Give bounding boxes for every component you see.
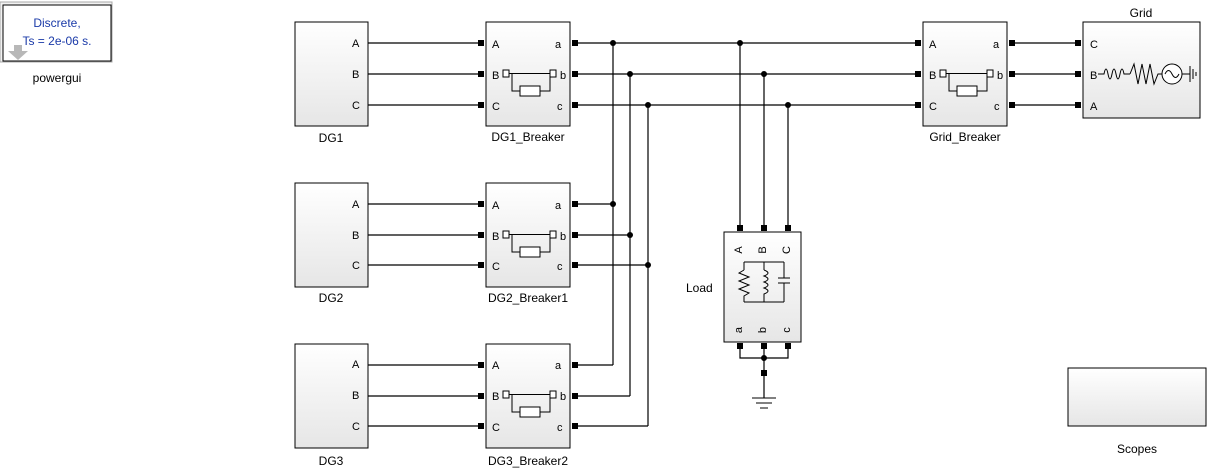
source-port-label: C: [352, 260, 360, 272]
breaker-port-label: a: [555, 360, 562, 372]
grid-source-icon: [1098, 62, 1197, 86]
source-label-dg2: DG2: [319, 291, 344, 305]
breaker-port-label: B: [492, 231, 499, 243]
source-port-label: A: [352, 359, 360, 371]
grid-source-block[interactable]: C B A: [1082, 21, 1201, 119]
breaker-port-label: a: [993, 39, 1000, 51]
breaker-port-label: B: [492, 391, 499, 403]
breaker-port-label: C: [492, 261, 500, 273]
breaker-port-label: a: [555, 200, 562, 212]
source-port-label: B: [352, 69, 359, 81]
load-port-label: B: [757, 246, 769, 253]
breaker-port-label: C: [492, 422, 500, 434]
source-port-label: B: [352, 230, 359, 242]
breaker-port-label: c: [557, 101, 563, 113]
breaker-port-label: c: [557, 422, 563, 434]
port-markers: [478, 40, 1081, 429]
breaker-port-label: b: [560, 231, 566, 243]
breaker-port-label: C: [492, 101, 500, 113]
scopes-label: Scopes: [1117, 442, 1157, 456]
breaker-port-label: b: [997, 70, 1003, 82]
breaker-block-dg3[interactable]: A B C a b c: [485, 343, 571, 449]
breaker-label-dg3: DG3_Breaker2: [488, 454, 568, 468]
load-port-label: A: [733, 246, 745, 254]
load-block[interactable]: A B C a b c: [723, 231, 802, 343]
load-port-label: b: [757, 327, 769, 333]
breaker-switch-icon: [939, 69, 994, 97]
powergui-mode-text: Discrete,: [33, 16, 80, 30]
powergui-sample-time-text: Ts = 2e-06 s.: [22, 34, 91, 48]
breaker-port-label: B: [492, 70, 499, 82]
breaker-switch-icon: [502, 69, 557, 97]
source-label-dg1: DG1: [319, 131, 344, 145]
breaker-switch-icon: [502, 230, 557, 258]
breaker-port-label: B: [929, 70, 936, 82]
junction-dots: [610, 40, 791, 361]
grid-port-label: A: [1090, 101, 1098, 113]
rlc-load-icon: [737, 261, 790, 303]
breaker-port-label: C: [929, 101, 937, 113]
grid-port-label: C: [1090, 39, 1098, 51]
breaker-label-grid: Grid_Breaker: [929, 130, 1000, 144]
breaker-block-grid[interactable]: A B C a b c: [922, 21, 1008, 127]
breaker-port-label: A: [492, 39, 500, 51]
source-block-dg3[interactable]: A B C: [294, 343, 369, 449]
breaker-port-label: A: [929, 39, 937, 51]
breaker-block-dg2[interactable]: A B C a b c: [485, 182, 571, 288]
breaker-block-dg1[interactable]: A B C a b c: [485, 21, 571, 127]
breaker-switch-icon: [502, 390, 557, 418]
load-label: Load: [686, 281, 713, 295]
arrow-down-icon: [8, 45, 28, 60]
source-port-label: C: [352, 100, 360, 112]
breaker-port-label: A: [492, 200, 500, 212]
breaker-label-dg1: DG1_Breaker: [491, 130, 564, 144]
source-port-label: C: [352, 421, 360, 433]
powergui-label: powergui: [33, 71, 82, 85]
grid-label: Grid: [1130, 6, 1153, 20]
ground-icon: [752, 370, 776, 409]
breaker-port-label: a: [555, 39, 562, 51]
breaker-port-label: b: [560, 391, 566, 403]
breaker-label-dg2: DG2_Breaker1: [488, 291, 568, 305]
grid-port-label: B: [1090, 70, 1097, 82]
source-block-dg2[interactable]: A B C: [294, 182, 369, 288]
load-port-label: a: [733, 326, 745, 333]
breaker-port-label: c: [557, 261, 563, 273]
breaker-port-label: A: [492, 360, 500, 372]
source-port-label: B: [352, 390, 359, 402]
source-port-label: A: [352, 199, 360, 211]
load-port-label: C: [781, 246, 793, 254]
load-port-label: c: [781, 327, 793, 333]
scopes-block[interactable]: [1067, 367, 1207, 427]
breaker-port-label: c: [994, 101, 1000, 113]
source-port-label: A: [352, 38, 360, 50]
source-label-dg3: DG3: [319, 454, 344, 468]
source-block-dg1[interactable]: A B C: [294, 21, 369, 127]
breaker-port-label: b: [560, 70, 566, 82]
powergui-block[interactable]: Discrete, Ts = 2e-06 s.: [0, 1, 113, 63]
